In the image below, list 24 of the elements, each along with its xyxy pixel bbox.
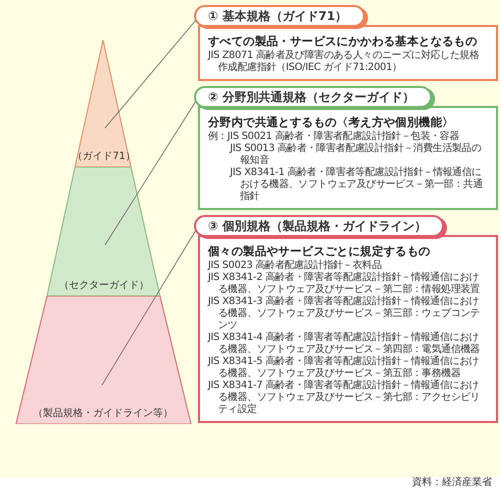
title-pill: ① 基本規格（ガイド71） [194,5,366,27]
standard-entry: JIS X8341-5 高齢者・障害者等配慮設計指針－情報通信における機器、ソフトウェア及びサービス－第五部：事務機器 [208,356,480,380]
description-box [198,235,498,423]
standard-entry: JIS X8341-2 高齢者・障害者等配慮設計指針－情報通信における機器、ソフトウェア及びサービス－第二部：情報処理装置 [208,272,481,296]
source-note: 資料：経済産業省 [412,476,492,490]
standard-entry: 例：JIS S0021 高齢者・障害者配慮設計指針－包装・容器 [208,131,460,142]
standard-entry: JIS S0013 高齢者・障害者配慮設計指針－消費生活製品の報知音 [230,143,482,166]
standard-entry: JIS S0023 高齢者配慮設計指針－衣料品 [208,260,383,272]
title-pill: ② 分野別共通規格（セクターガイド） [194,86,432,108]
standard-entry: JIS X8341-1 高齢者・障害者等配慮設計指針－情報通信における機器、ソフトウェア及びサービス－第一部：共通指針 [230,167,484,203]
box-heading: 分野内で共通とするもの〈考え方や個別機能〉 [208,115,455,130]
leader-line [104,20,196,128]
standard-entry: JIS Z8071 高齢者及び障害のある人々のニーズに対応した規格作成配慮指針（ISO/IEC ガイド71:2001） [208,50,480,74]
description-box [198,25,498,81]
title-pill: ③ 個別規格（製品規格・ガイドライン） [194,215,444,237]
standard-entry: JIS X8341-7 高齢者・障害者等配慮設計指針－情報通信における機器、ソフトウェア及びサービス－第七部：アクセシビリティ設定 [208,380,481,416]
description-box [198,106,498,210]
box-heading: 個々の製品やサービスごとに規定するもの [208,244,432,259]
standard-entry: JIS X8341-4 高齢者・障害者等配慮設計指針－情報通信における機器、ソフトウェア及びサービス－第四部：電気通信機器 [208,332,481,356]
box-heading: すべての製品・サービスにかかわる基本となるもの [208,34,478,49]
band-label: （ガイド71） [72,150,136,164]
band-label: （製品規格・ガイドライン等） [33,406,173,421]
band-label: （セクターガイド） [59,279,149,293]
standard-entry: JIS X8341-3 高齢者・障害者等配慮設計指針－情報通信における機器、ソフトウェア及びサービス－第三部：ウェブコンテンツ [208,296,481,332]
